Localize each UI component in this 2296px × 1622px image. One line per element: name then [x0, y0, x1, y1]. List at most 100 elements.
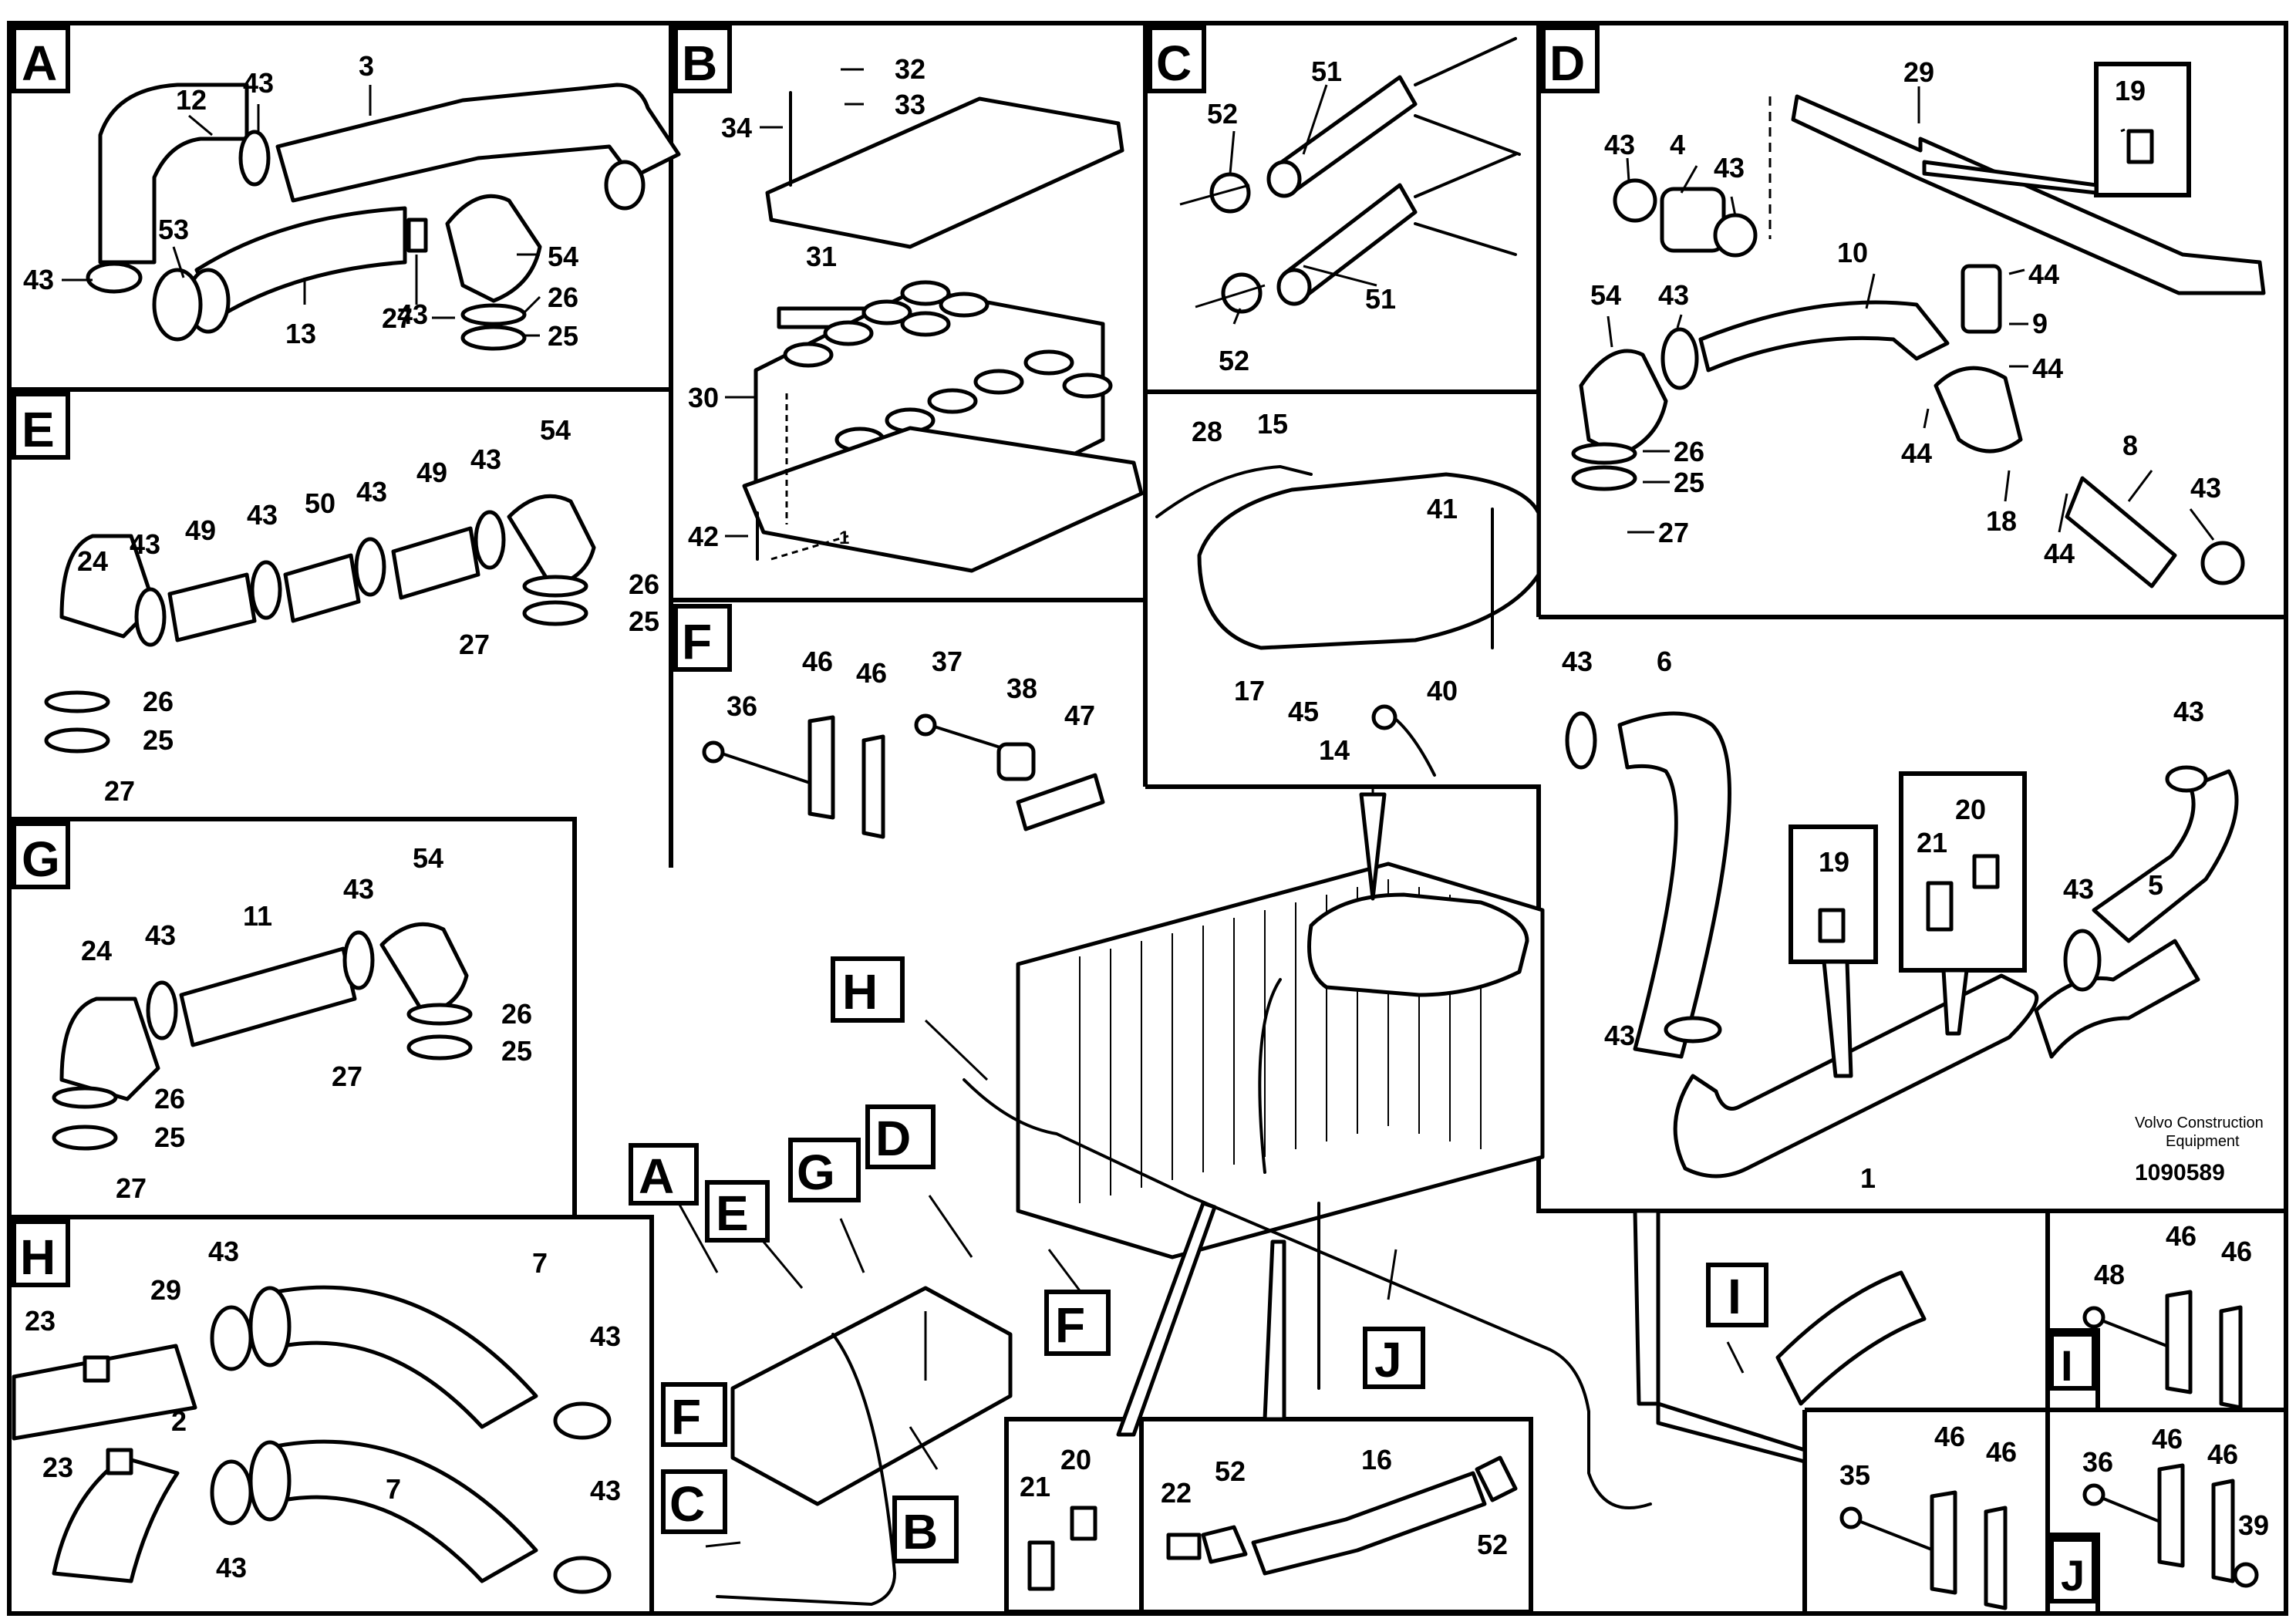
callout-3: 3	[359, 50, 374, 82]
clamp-43-p1	[1565, 711, 1597, 770]
callout-43: 43	[590, 1320, 621, 1352]
clamp-43-h4	[553, 1556, 612, 1594]
callout-43: 43	[2190, 472, 2221, 504]
expansion-tank-17	[1197, 472, 1541, 650]
callout-46: 46	[856, 657, 887, 689]
sensor-20-p	[1972, 854, 2000, 889]
callout-27: 27	[116, 1172, 147, 1204]
callout-18: 18	[1986, 505, 2017, 537]
clamp-43-p2	[1664, 1016, 1722, 1044]
callout-13: 13	[285, 318, 316, 349]
callout-54: 54	[1590, 279, 1621, 311]
callout-33: 33	[895, 89, 925, 120]
callout-8: 8	[2122, 430, 2138, 461]
main-label-j: J	[1374, 1332, 1402, 1388]
clamp-25-d	[1571, 465, 1637, 491]
callout-39: 39	[2238, 1509, 2269, 1541]
main-cooler	[730, 1286, 1013, 1506]
hose-16-frame	[1139, 1417, 1533, 1614]
callout-4: 4	[1670, 129, 1685, 160]
clamp-43-d1	[1613, 178, 1657, 223]
elbow-24-g	[59, 996, 160, 1101]
panel-a: A 12 43 3 53 54 43 26 13 43 25 27	[12, 25, 681, 352]
hose-16	[1251, 1471, 1487, 1576]
callout-26: 26	[501, 998, 532, 1030]
main-pipe	[963, 1078, 1652, 1509]
callout-43: 43	[470, 443, 501, 475]
clamp-43-e3	[354, 537, 386, 597]
hose-49-e2	[391, 526, 480, 600]
sensor-19-p	[1818, 908, 1846, 943]
panel-e: E 54 49 43 49 43 50 43 24 43 26 25 27 26…	[12, 392, 659, 807]
clamp-43-d4	[2200, 541, 2245, 585]
pipe-1	[1673, 973, 2039, 1179]
hose-3-end	[604, 160, 646, 211]
tank-area: 28 15 41 17 45 40 14	[1155, 408, 1541, 777]
callout-24: 24	[77, 545, 108, 577]
callout-34: 34	[721, 112, 752, 143]
elbow-54	[445, 194, 542, 303]
bottom-plate	[742, 426, 1144, 573]
panel-d: D 29 19 43 4 43 10 44 54 43	[1541, 25, 2266, 588]
hose-6	[1617, 711, 1731, 1059]
callout-25: 25	[154, 1121, 185, 1153]
callout-46: 46	[2207, 1438, 2238, 1470]
elbow-pipe	[2034, 939, 2200, 1059]
callout-27: 27	[332, 1061, 362, 1092]
clamp-43-d2	[1713, 213, 1758, 258]
main-tank	[1307, 892, 1529, 997]
callout-43: 43	[247, 499, 278, 531]
callout-43: 43	[243, 67, 274, 99]
callout-43: 43	[590, 1475, 621, 1506]
callout-19: 19	[1819, 846, 1849, 878]
sensor-23-top	[83, 1355, 110, 1383]
callout-49: 49	[185, 514, 216, 546]
callout-7: 7	[532, 1247, 548, 1279]
callout-12: 12	[176, 84, 207, 116]
callout-19: 19	[2115, 75, 2146, 106]
callout-43: 43	[216, 1552, 247, 1583]
callout-46: 46	[2152, 1423, 2183, 1455]
callout-29: 29	[150, 1274, 181, 1306]
panel-c-letter: C	[1156, 35, 1192, 91]
main-label-e: E	[716, 1185, 749, 1241]
callout-17: 17	[1234, 675, 1265, 706]
panel-f: F 46 46 37 38 47 36	[673, 604, 1105, 839]
callout-53: 53	[158, 214, 189, 245]
hose-13	[194, 206, 407, 319]
callout-52: 52	[1477, 1529, 1508, 1560]
hose-11	[179, 946, 357, 1047]
callout-28: 28	[1192, 416, 1222, 447]
clip-46-i4	[1984, 1506, 2008, 1610]
clamp-43-e1	[134, 587, 167, 647]
panel-i-letter: I	[2061, 1341, 2073, 1390]
sensor-21	[1027, 1540, 1055, 1591]
main-hose-tank	[1258, 978, 1282, 1174]
sensor-20-box-bottom: 20 21	[1004, 1417, 1144, 1614]
clip-46-right	[861, 734, 885, 839]
bolt-35	[1853, 1518, 1945, 1556]
top-plate-32	[765, 96, 1124, 249]
main-label-f-right: F	[1055, 1297, 1085, 1353]
callout-46: 46	[802, 646, 833, 677]
callout-26: 26	[154, 1083, 185, 1114]
callout-36: 36	[727, 690, 757, 722]
plate-47	[1016, 773, 1105, 831]
panel-h: H 43 7 23 29 43 2 23 7 43 43	[12, 1219, 621, 1594]
clamp-52-h2	[1475, 1455, 1518, 1502]
callout-43: 43	[356, 476, 387, 508]
callout-44: 44	[1901, 437, 1932, 469]
callout-10: 10	[1837, 237, 1868, 268]
sensor-20-box	[1899, 771, 2027, 973]
main-label-f-left: F	[671, 1389, 701, 1445]
callout-41: 41	[1427, 493, 1458, 524]
clamp-43-top	[238, 130, 271, 187]
sensor-20	[1070, 1506, 1097, 1541]
callout-22: 22	[1161, 1477, 1192, 1509]
callout-21: 21	[1020, 1471, 1050, 1502]
callout-51: 51	[1365, 283, 1396, 315]
callout-7: 7	[386, 1473, 401, 1505]
callout-51: 51	[1311, 56, 1342, 87]
leader-pipe-i	[1633, 1209, 1660, 1406]
